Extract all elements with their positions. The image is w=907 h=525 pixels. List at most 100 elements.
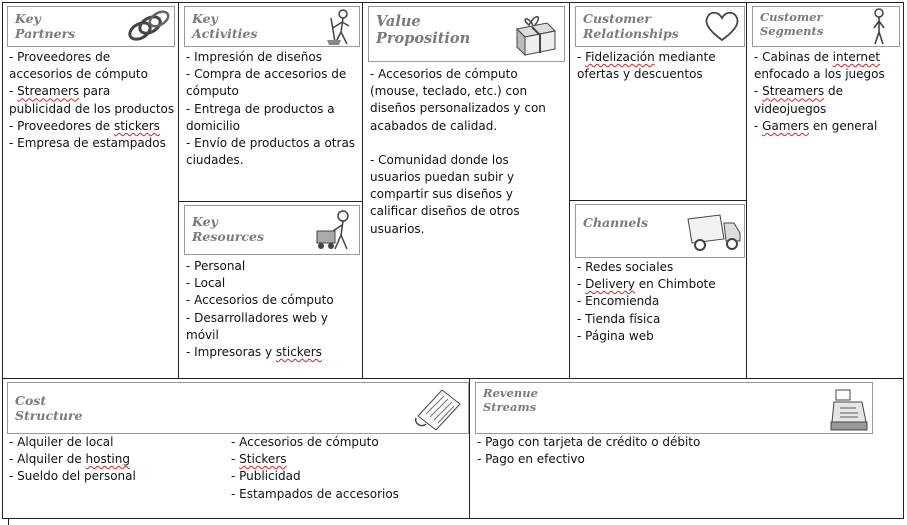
list-item: - Local <box>186 275 356 292</box>
list-item-text: - Impresoras y <box>186 345 276 360</box>
list-item: - Accesorios de cómputo <box>231 434 461 451</box>
heart-icon <box>705 11 739 42</box>
page-edge-mark <box>8 518 9 525</box>
list-item-text: - Alquiler de <box>9 452 86 467</box>
key-resources-list: - Personal - Local- Accesorios de cómputo… <box>186 258 356 361</box>
list-item-text: - Pago en efectivo <box>477 452 585 467</box>
list-item: - Personal <box>186 258 356 275</box>
spellcheck-word: Fidelización <box>585 50 655 64</box>
list-item: - Página web <box>577 328 743 345</box>
list-item: - Impresoras y stickers <box>186 344 356 361</box>
list-item: - Proveedores de accesorios de cómputo <box>9 49 175 83</box>
list-item-text: - Alquiler de local <box>9 435 114 449</box>
key-activities-list: - Impresión de diseños - Compra de acceso… <box>186 49 358 169</box>
list-item-text: - <box>577 50 586 64</box>
list-item: - Gamers en general <box>754 118 900 135</box>
list-item-text: - Impresión de diseños <box>186 50 322 64</box>
list-item: - Proveedores de stickers <box>9 118 175 135</box>
list-item: - Publicidad <box>231 468 461 485</box>
list-item-text: - Accesorios de cómputo <box>231 435 379 449</box>
list-item-text: - Personal <box>186 259 246 273</box>
list-item-text: - Compra de accesorios de cómputo <box>186 67 347 99</box>
chain-links-icon <box>128 10 170 41</box>
list-item-text: - Envío de productos a otras ciudades. <box>186 136 356 168</box>
value-proposition-paragraph: - Comunidad donde los usuarios puedan su… <box>370 152 520 236</box>
list-item-text: - Empresa de estampados <box>9 136 166 151</box>
list-item-text: - Tienda física <box>577 311 661 326</box>
list-item: - Alquiler de local <box>9 434 219 451</box>
list-item-text: - Estampados de accesorios <box>231 486 399 501</box>
list-item-text: - Accesorios de cómputo <box>186 293 334 308</box>
list-item-text: - <box>231 452 240 467</box>
list-item-text: - Desarrolladores web y móvil <box>186 310 328 342</box>
list-item: - Envío de productos a otras ciudades. <box>186 135 358 169</box>
list-item: - Streamers de videojuegos <box>754 83 900 117</box>
cash-register-icon <box>830 389 868 431</box>
worker-sweeping-icon <box>327 9 350 45</box>
list-item: - Alquiler de hosting <box>9 451 219 468</box>
key-partners-list: - Proveedores de accesorios de cómputo - … <box>9 49 175 152</box>
standing-person-icon <box>873 8 885 45</box>
customer-relationships-list: - Fidelización mediante ofertas y descue… <box>577 49 743 83</box>
channels-list: - Redes sociales- Delivery en Chimbote- … <box>577 259 743 345</box>
list-item: - Cabinas de internet enfocado a los jue… <box>754 49 900 83</box>
list-item: - Encomienda <box>577 293 743 310</box>
spellcheck-word: Stickers <box>239 452 287 467</box>
list-item-text: de videojuegos <box>754 84 843 116</box>
list-item-text: - Sueldo del personal <box>9 469 136 484</box>
spellcheck-word: Streamers <box>17 84 80 99</box>
list-item-text: enfocado a los juegos <box>754 67 885 82</box>
receipt-paper-icon <box>414 389 461 431</box>
list-item-text: - Pago con tarjeta de crédito o débito <box>477 435 701 449</box>
list-item: - Tienda física <box>577 311 743 328</box>
cost-structure-list-1: - Alquiler de local - Alquiler de hosting… <box>9 434 219 486</box>
spellcheck-word: internet <box>832 50 881 64</box>
list-item: - Pago en efectivo <box>477 451 897 468</box>
list-item: - Estampados de accesorios <box>231 486 461 503</box>
list-item-text: - <box>754 84 763 99</box>
list-item: - Redes sociales <box>577 259 743 276</box>
list-item: - Entrega de productos a domicilio <box>186 101 358 135</box>
list-item: - Pago con tarjeta de crédito o débito <box>477 434 897 451</box>
spellcheck-word: Streamers <box>762 84 825 99</box>
spellcheck-word: hosting <box>85 452 130 467</box>
list-item-text: - Página web <box>577 328 654 343</box>
spellcheck-word: stickers <box>275 345 322 360</box>
list-item: - Impresión de diseños <box>186 49 358 66</box>
delivery-truck-icon <box>687 214 741 251</box>
list-item-text: para publicidad de los productos <box>9 84 175 116</box>
list-item: - Fidelización mediante ofertas y descue… <box>577 49 743 83</box>
list-item: - Sueldo del personal <box>9 468 219 485</box>
list-item-text: en general <box>809 118 878 133</box>
list-item-text: - Publicidad <box>231 469 301 484</box>
spellcheck-word: Delivery <box>585 277 635 292</box>
list-item: - Desarrolladores web y móvil <box>186 310 356 344</box>
list-item-text: en Chimbote <box>634 277 716 292</box>
list-item: - Empresa de estampados <box>9 135 175 152</box>
customer-segments-list: - Cabinas de internet enfocado a los jue… <box>754 49 900 135</box>
channels-header: Channels <box>575 204 745 258</box>
list-item: - Delivery en Chimbote <box>577 276 743 293</box>
value-proposition-paragraph: - Accesorios de cómputo (mouse, teclado,… <box>370 67 546 133</box>
cost-structure-list-2: - Accesorios de cómputo - Stickers - Publi… <box>231 434 461 503</box>
value-proposition-text: - Accesorios de cómputo (mouse, teclado,… <box>370 66 562 238</box>
list-item: - Compra de accesorios de cómputo <box>186 66 358 100</box>
